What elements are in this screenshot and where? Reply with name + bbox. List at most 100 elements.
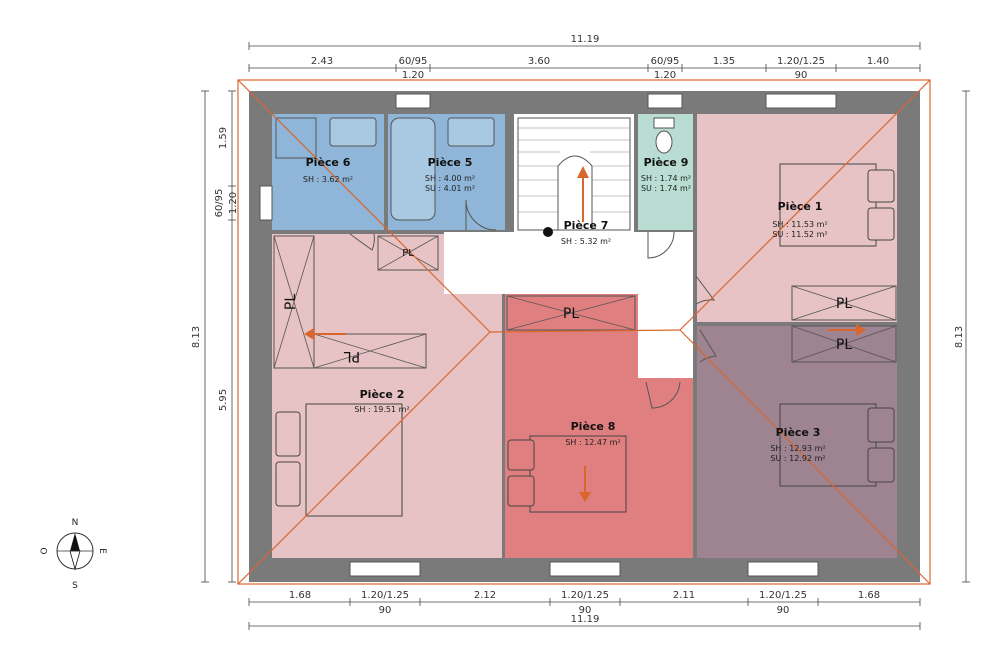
- dim-left-segment: 1.59: [218, 127, 229, 149]
- window: [765, 93, 837, 109]
- room-area: SH : 3.62 m²: [303, 175, 353, 184]
- dim-bottom-segment: 2.11: [673, 590, 695, 601]
- window: [549, 561, 621, 577]
- dim-left-segment: 5.95: [218, 389, 229, 411]
- room-label-1: Pièce 1 SH : 11.53 m² SU : 11.52 m²: [772, 200, 827, 239]
- room-area: SU : 1.74 m²: [641, 184, 691, 193]
- room-area: SU : 11.52 m²: [772, 230, 827, 239]
- room-area: SU : 4.01 m²: [425, 184, 475, 193]
- stair-start-dot: [543, 227, 553, 237]
- bed-room-1: [779, 163, 877, 247]
- landing-floor: [638, 294, 693, 378]
- dim-top-segment: 2.43: [311, 56, 333, 67]
- room-area: SH : 11.53 m²: [772, 220, 827, 229]
- dim-top-segment: 1.20/1.25: [777, 56, 825, 67]
- room-area: SH : 12.93 m²: [770, 444, 825, 453]
- dim-top-sub: 90: [795, 70, 808, 81]
- wardrobe-pl-left-cross: [273, 235, 315, 369]
- dim-bottom-sub: 90: [579, 605, 592, 616]
- window: [395, 93, 431, 109]
- hallway-floor: [444, 232, 693, 294]
- dim-right-total: 8.13: [954, 326, 965, 348]
- washbasin-5: [447, 117, 495, 147]
- room-name: Pièce 7: [564, 219, 609, 232]
- dim-top-segment: 3.60: [528, 56, 550, 67]
- compass-south-label: S: [72, 581, 78, 591]
- bed-room-3-pillow: [867, 447, 895, 483]
- dim-top-segment: 1.35: [713, 56, 735, 67]
- room-area: SH : 1.74 m²: [641, 174, 691, 183]
- window: [259, 185, 273, 221]
- wardrobe-pl-bottom-cross: [313, 333, 427, 369]
- room-name: Pièce 2: [360, 388, 405, 401]
- room-area: SH : 5.32 m²: [561, 237, 611, 246]
- compass-east-label: E: [97, 548, 107, 554]
- pl-label: PL: [836, 337, 852, 353]
- door-swing: [647, 231, 675, 259]
- window: [647, 93, 683, 109]
- compass: N S E O: [40, 518, 107, 591]
- room-area: SH : 4.00 m²: [425, 174, 475, 183]
- dim-left-segment: 60/95: [214, 189, 225, 218]
- wardrobe-pl-room8-cross: [506, 295, 636, 331]
- room-label-3: Pièce 3 SH : 12.93 m² SU : 12.92 m²: [770, 426, 825, 463]
- dim-bottom-segment: 1.68: [858, 590, 880, 601]
- wardrobe-pl-room1-cross: [791, 285, 897, 321]
- room-label-2: Pièce 2 SH : 19.51 m²: [354, 388, 409, 414]
- arrow-room-8-head: [579, 492, 591, 502]
- stair-arrow-head: [577, 166, 589, 178]
- room-area: SH : 19.51 m²: [354, 405, 409, 414]
- shower-tray: [275, 117, 317, 159]
- dim-bottom-segment: 1.20/1.25: [361, 590, 409, 601]
- window: [747, 561, 819, 577]
- room-area: SU : 12.92 m²: [770, 454, 825, 463]
- arrow-room-3-head: [856, 324, 866, 336]
- bed-room-3-pillow: [867, 407, 895, 443]
- washbasin-6: [329, 117, 377, 147]
- dim-top-segment: 60/95: [399, 56, 428, 67]
- dim-top-total: 11.19: [571, 34, 600, 45]
- compass-north-label: N: [72, 518, 79, 528]
- door-swing: [349, 233, 375, 251]
- room-name: Pièce 5: [428, 156, 473, 169]
- compass-needle-south: [69, 550, 81, 571]
- bed-room-1-pillow: [867, 169, 895, 203]
- room-name: Pièce 6: [306, 156, 351, 169]
- arrow-room-2-head: [304, 328, 314, 340]
- dim-bottom-segment: 2.12: [474, 590, 496, 601]
- toilet: [655, 130, 673, 154]
- bed-room-8-pillow: [507, 475, 535, 507]
- room-label-8: Pièce 8 SH : 12.47 m²: [565, 420, 620, 447]
- dim-top-segment: 60/95: [651, 56, 680, 67]
- toilet-tank: [653, 117, 675, 129]
- stair-well: [557, 155, 593, 230]
- roof-outline: [237, 79, 931, 585]
- dim-bottom-sub: 90: [777, 605, 790, 616]
- compass-west-label: O: [40, 547, 50, 554]
- door-swing: [695, 275, 716, 305]
- room-label-7: Pièce 7 SH : 5.32 m²: [561, 219, 611, 246]
- pl-label: PL: [563, 306, 579, 322]
- compass-needle-north: [70, 533, 80, 551]
- room-label-5: Pièce 5 SH : 4.00 m² SU : 4.01 m²: [425, 156, 475, 193]
- dim-top-sub: 1.20: [654, 70, 676, 81]
- bed-room-1-pillow: [867, 207, 895, 241]
- bed-room-2-pillow: [275, 461, 301, 507]
- dim-bottom-total: 11.19: [571, 614, 600, 625]
- dim-top-segment: 1.40: [867, 56, 889, 67]
- door-swing: [699, 329, 717, 363]
- closet-pl-cross: [377, 235, 439, 271]
- bed-room-8-pillow: [507, 439, 535, 471]
- room-name: Pièce 3: [776, 426, 821, 439]
- door-swing: [465, 199, 497, 231]
- wardrobe-pl-room3-cross: [791, 325, 897, 363]
- bed-room-8: [529, 435, 627, 513]
- door-swing: [645, 381, 681, 409]
- dim-bottom-segment: 1.20/1.25: [759, 590, 807, 601]
- dim-bottom-sub: 90: [379, 605, 392, 616]
- pl-label: PL: [283, 294, 299, 310]
- dim-top-sub: 1.20: [402, 70, 424, 81]
- dim-left-total: 8.13: [191, 326, 202, 348]
- dim-left-segment: 1.20: [228, 192, 239, 214]
